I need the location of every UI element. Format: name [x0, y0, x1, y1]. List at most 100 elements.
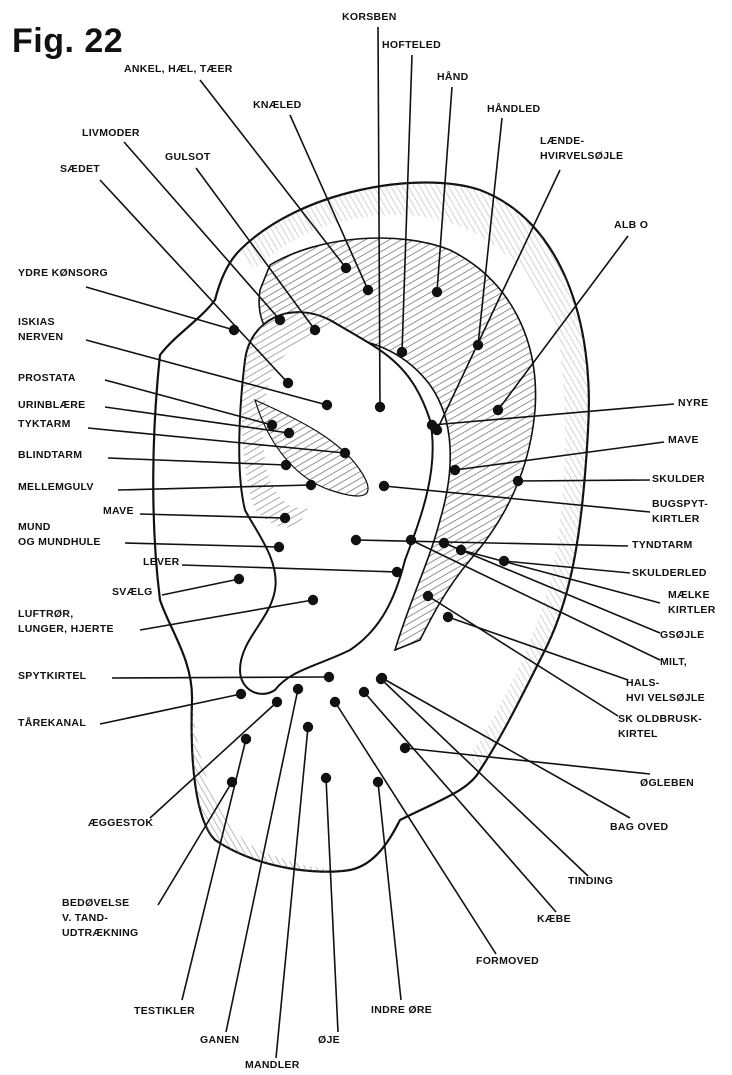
point-handled [473, 340, 483, 350]
label-bugspyt-2: KIRTLER [652, 513, 700, 525]
point-hofteled [397, 347, 407, 357]
point-taarekanal [236, 689, 246, 699]
point-prostata [267, 420, 277, 430]
label-skulder: SKULDER [652, 473, 705, 485]
point-lever [392, 567, 402, 577]
point-nyre [427, 420, 437, 430]
point-ankel [341, 263, 351, 273]
label-formoved: FORMOVED [476, 955, 539, 967]
label-knaeled: KNÆLED [253, 99, 302, 111]
leader-line-spytkirtel [112, 677, 329, 678]
point-indre-ore [373, 777, 383, 787]
point-rygsojle [439, 538, 449, 548]
label-prostata: PROSTATA [18, 372, 76, 384]
point-formoved [330, 697, 340, 707]
label-oje: ØJE [318, 1034, 340, 1046]
point-tyktarm [340, 448, 350, 458]
point-bedovelse [227, 777, 237, 787]
label-mave-right: MAVE [668, 434, 699, 446]
label-albue: ALB O [614, 219, 648, 231]
point-skulderled [499, 556, 509, 566]
label-bedovelse-1: BEDØVELSE [62, 897, 129, 909]
point-maelke [456, 545, 466, 555]
point-skulder [513, 476, 523, 486]
label-baghoved: BAG OVED [610, 821, 669, 833]
label-tinding: TINDING [568, 875, 613, 887]
point-livmoder [275, 315, 285, 325]
point-korsben [375, 402, 385, 412]
label-mund-2: OG MUNDHULE [18, 536, 101, 548]
label-handled: HÅNDLED [487, 102, 541, 115]
label-gulsot: GULSOT [165, 151, 211, 163]
label-spytkirtel: SPYTKIRTEL [18, 670, 87, 682]
label-bugspyt-1: BUGSPYT- [652, 498, 708, 510]
label-blindtarm: BLINDTARM [18, 449, 82, 461]
label-ankel: ANKEL, HÆL, TÆER [124, 63, 233, 75]
label-luftror-2: LUNGER, HJERTE [18, 623, 114, 635]
label-laende-hvirvelsojle-1: LÆNDE- [540, 135, 585, 147]
label-livmoder: LIVMODER [82, 127, 140, 139]
point-knaeled [363, 285, 373, 295]
point-hals [443, 612, 453, 622]
label-mave-left: MAVE [103, 505, 134, 517]
label-saedet: SÆDET [60, 163, 100, 175]
point-ydre-konsorg [229, 325, 239, 335]
label-taarekanal: TÅREKANAL [18, 716, 86, 729]
leader-line-skulder [518, 480, 650, 481]
point-aeggestok [272, 697, 282, 707]
point-mandler [303, 722, 313, 732]
label-mellemgulv: MELLEMGULV [18, 481, 94, 493]
label-skjoldbrusk-1: SK OLDBRUSK- [618, 713, 702, 725]
label-hand: HÅND [437, 70, 469, 83]
point-tyndtarm [351, 535, 361, 545]
point-milt [406, 535, 416, 545]
point-spytkirtel [324, 672, 334, 682]
label-skulderled: SKULDERLED [632, 567, 707, 579]
label-lever: LEVER [143, 556, 180, 568]
label-maelke-2: KIRTLER [668, 604, 716, 616]
label-mund-1: MUND [18, 521, 51, 533]
label-mandler: MANDLER [245, 1059, 300, 1071]
label-ganen: GANEN [200, 1034, 239, 1046]
point-urinblaere [284, 428, 294, 438]
point-luftror [308, 595, 318, 605]
label-kraveben: ØGLEBEN [640, 777, 694, 789]
point-blindtarm [281, 460, 291, 470]
label-laende-hvirvelsojle-2: HVIRVELSØJLE [540, 150, 623, 162]
point-mave-right [450, 465, 460, 475]
point-ganen [293, 684, 303, 694]
label-nyre: NYRE [678, 397, 708, 409]
point-baghoved [377, 673, 387, 683]
label-urinblaere: URINBLÆRE [18, 399, 85, 411]
label-milt: MILT, [660, 656, 687, 668]
label-iskias-2: NERVEN [18, 331, 63, 343]
label-hals-2: HVI VELSØJLE [626, 692, 705, 704]
label-bedovelse-3: UDTRÆKNING [62, 927, 139, 939]
label-testikler: TESTIKLER [134, 1005, 195, 1017]
point-albue [493, 405, 503, 415]
point-bugspyt [379, 481, 389, 491]
label-iskias-1: ISKIAS [18, 316, 55, 328]
label-svaelg: SVÆLG [112, 586, 153, 598]
point-kraveben [400, 743, 410, 753]
point-iskias [322, 400, 332, 410]
label-luftror-1: LUFTRØR, [18, 608, 73, 620]
point-skjoldbrusk [423, 591, 433, 601]
label-tyktarm: TYKTARM [18, 418, 71, 430]
point-oje [321, 773, 331, 783]
label-aeggestok: ÆGGESTOK [88, 817, 153, 829]
point-mave-left [280, 513, 290, 523]
label-kaebe: KÆBE [537, 913, 571, 925]
label-tyndtarm: TYNDTARM [632, 539, 693, 551]
label-skjoldbrusk-2: KIRTEL [618, 728, 658, 740]
label-korsben: KORSBEN [342, 11, 397, 23]
point-gulsot [310, 325, 320, 335]
label-hofteled: HOFTELED [382, 39, 441, 51]
label-indre-ore: INDRE ØRE [371, 1004, 432, 1016]
label-hals-1: HALS- [626, 677, 660, 689]
point-saedet [283, 378, 293, 388]
label-ydre-konsorg: YDRE KØNSORG [18, 267, 108, 279]
point-testikler [241, 734, 251, 744]
point-kaebe [359, 687, 369, 697]
